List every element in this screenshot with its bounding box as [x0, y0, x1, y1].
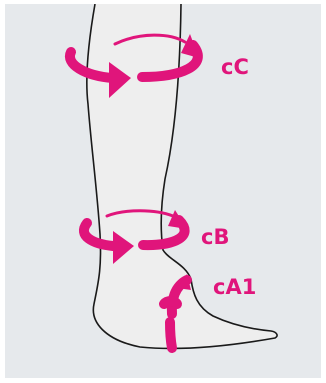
leg-diagram	[5, 4, 321, 378]
label-cb: cB	[201, 227, 229, 248]
label-cc: cC	[221, 57, 249, 78]
diagram-panel: cC cB cA1	[5, 4, 321, 378]
label-ca1: cA1	[213, 277, 256, 298]
